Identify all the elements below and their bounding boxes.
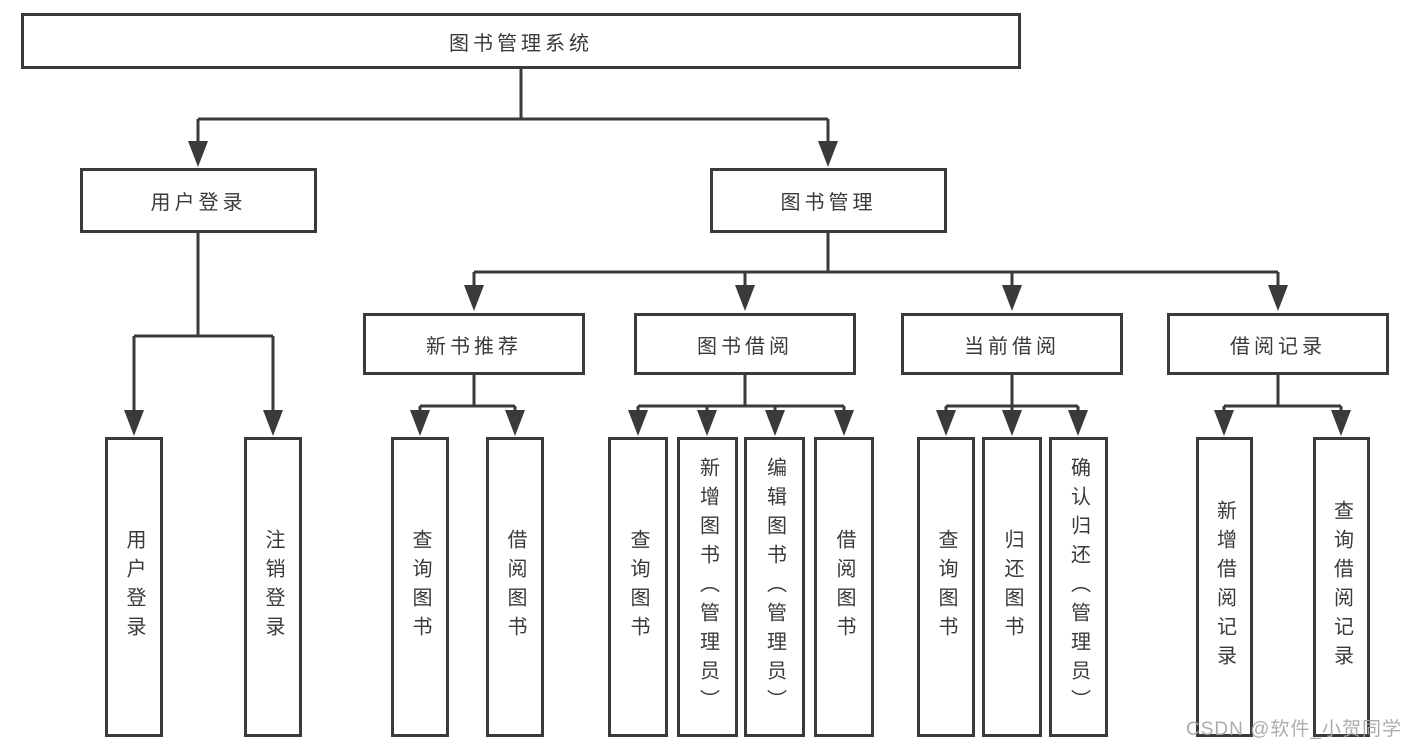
node-new-book-recommend: 新书推荐 (363, 313, 585, 375)
edge-root-to-level2 (196, 69, 830, 147)
edge-book-mgmt-to-level3 (472, 233, 1280, 291)
watermark: CSDN @软件_小贺同学 (1186, 719, 1402, 740)
node-user-login: 用户登录 (80, 168, 317, 233)
node-book-management: 图书管理 (710, 168, 947, 233)
node-book-borrow: 图书借阅 (634, 313, 856, 375)
leaf-br-query-record: 查询借阅记录 (1313, 437, 1370, 737)
edge-book-borrow-to-leaves (636, 375, 846, 416)
leaf-cb-confirm-return-admin: 确认归还（管理员） (1049, 437, 1108, 737)
leaf-cb-return-books: 归还图书 (982, 437, 1042, 737)
node-borrow-record: 借阅记录 (1167, 313, 1389, 375)
leaf-bb-add-books-admin: 新增图书（管理员） (677, 437, 738, 737)
leaf-cb-query-books: 查询图书 (917, 437, 975, 737)
leaf-nbr-borrow-books: 借阅图书 (486, 437, 544, 737)
leaf-bb-edit-books-admin: 编辑图书（管理员） (744, 437, 805, 737)
leaf-user-login: 用户登录 (105, 437, 163, 737)
edge-current-borrow-to-leaves (944, 375, 1080, 416)
leaf-bb-query-books: 查询图书 (608, 437, 668, 737)
edge-new-book-rec-to-leaves (418, 375, 517, 416)
leaf-nbr-query-books: 查询图书 (391, 437, 449, 737)
leaf-bb-borrow-books: 借阅图书 (814, 437, 874, 737)
edge-borrow-record-to-leaves (1222, 375, 1343, 416)
node-current-borrow: 当前借阅 (901, 313, 1123, 375)
leaf-logout-login: 注销登录 (244, 437, 302, 737)
node-root: 图书管理系统 (21, 13, 1021, 69)
edge-user-login-to-leaves (132, 233, 275, 416)
leaf-br-add-record: 新增借阅记录 (1196, 437, 1253, 737)
